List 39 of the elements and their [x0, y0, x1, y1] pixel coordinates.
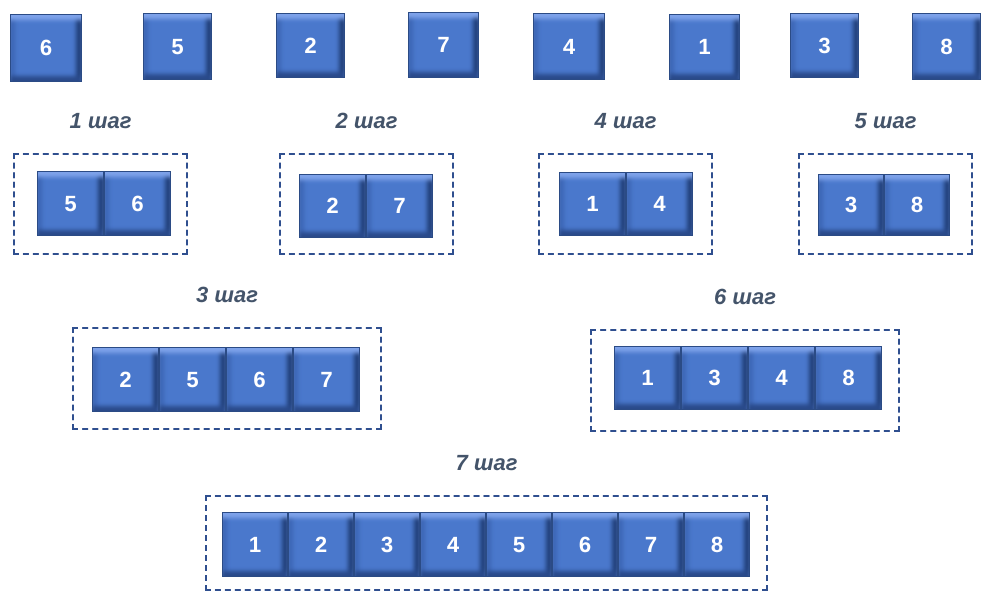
number-tile: 2: [92, 347, 159, 412]
number-tile: 3: [681, 346, 748, 410]
step-label: 5 шаг: [854, 108, 918, 134]
number-tile: 2: [288, 512, 354, 577]
step-label: 1 шаг: [68, 108, 132, 134]
number-tile: 6: [552, 512, 618, 577]
number-tile: 1: [614, 346, 681, 410]
number-tile: 3: [354, 512, 420, 577]
number-tile: 7: [618, 512, 684, 577]
step-label: 2 шаг: [334, 108, 398, 134]
number-tile: 1: [222, 512, 288, 577]
step-label: 3 шаг: [195, 282, 259, 308]
number-tile: 2: [299, 174, 366, 238]
step-label: 4 шаг: [593, 108, 658, 134]
number-tile: 8: [912, 13, 981, 80]
number-tile: 4: [420, 512, 486, 577]
number-tile: 7: [293, 347, 360, 412]
number-tile: 7: [366, 174, 433, 238]
number-tile: 4: [748, 346, 815, 410]
number-tile: 5: [486, 512, 552, 577]
step-label: 7 шаг: [454, 450, 518, 476]
number-tile: 8: [815, 346, 882, 410]
number-tile: 5: [143, 13, 212, 80]
number-tile: 6: [226, 347, 293, 412]
number-tile: 5: [159, 347, 226, 412]
number-tile: 3: [818, 174, 884, 236]
number-tile: 6: [10, 14, 82, 82]
number-tile: 6: [104, 171, 171, 236]
number-tile: 7: [408, 12, 479, 78]
number-tile: 3: [790, 13, 859, 78]
number-tile: 8: [884, 174, 950, 236]
number-tile: 1: [559, 172, 626, 236]
number-tile: 4: [626, 172, 693, 236]
number-tile: 4: [533, 13, 605, 80]
number-tile: 5: [37, 171, 104, 236]
number-tile: 2: [276, 13, 345, 78]
number-tile: 8: [684, 512, 750, 577]
number-tile: 1: [669, 14, 740, 80]
step-label: 6 шаг: [713, 284, 777, 310]
